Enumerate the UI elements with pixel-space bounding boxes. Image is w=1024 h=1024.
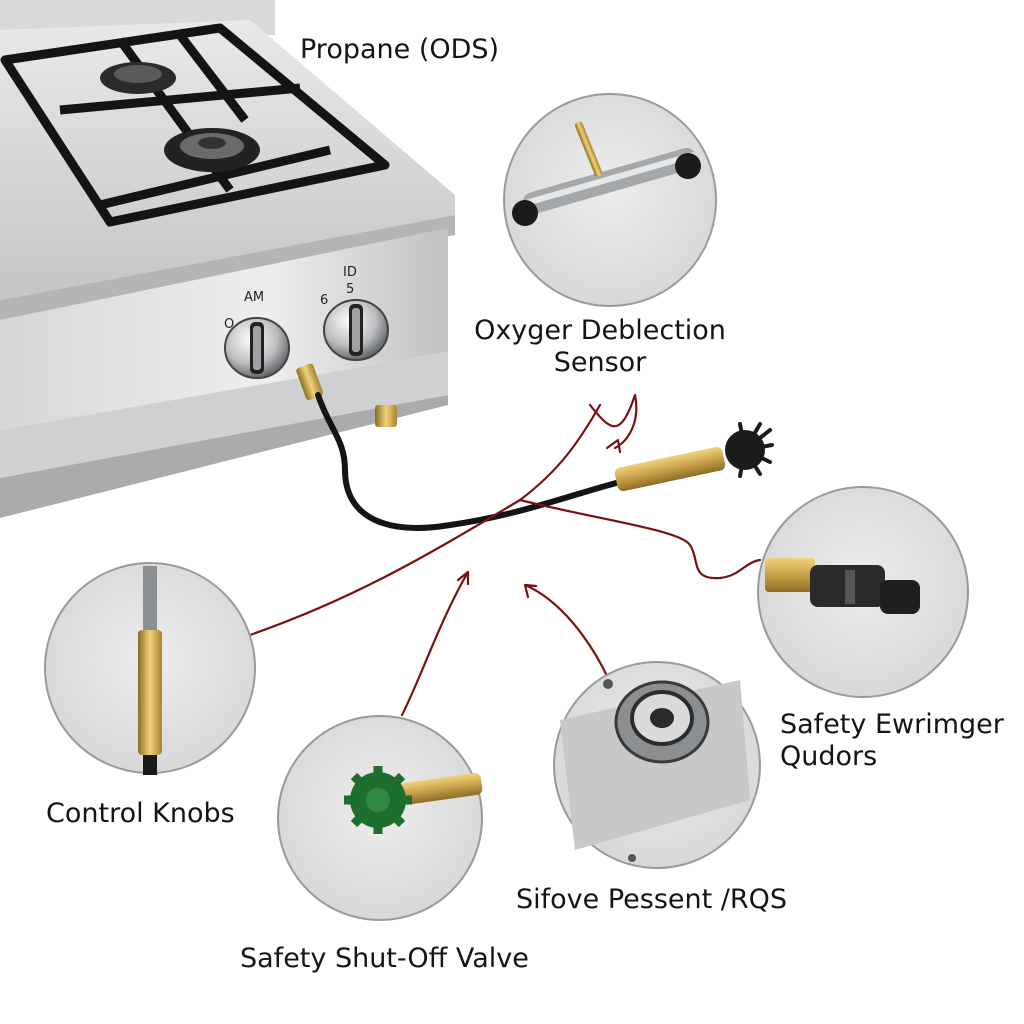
leader-line: [248, 403, 602, 637]
thermocouple-icon: [315, 392, 774, 531]
leader-line: [518, 498, 762, 580]
label-propane-ods: Propane (ODS): [300, 34, 500, 65]
label-safety-ewrimger: Safety Ewrimger Qudors: [780, 709, 1004, 774]
inset-sensor-rod: [503, 93, 717, 307]
stove-icon: AM O ID 6 5: [0, 0, 455, 518]
knob-mark: O: [224, 317, 234, 332]
label-sifove-pessent: Sifove Pessent /RQS: [516, 884, 788, 915]
leader-lines: [248, 393, 762, 717]
leader-line: [523, 583, 610, 680]
burner-port-icon: [560, 679, 750, 862]
control-knob-left: [224, 317, 290, 379]
label-oxygen-line2: Sensor: [553, 347, 647, 379]
label-control-knobs: Control Knobs: [46, 798, 235, 829]
inset-gear-valve: [277, 715, 483, 921]
inset-connector: [757, 486, 969, 698]
gear-valve-icon: [344, 766, 483, 834]
label-oxygen-line1: Oxyger Deblection: [474, 315, 726, 346]
burner-icon: [100, 62, 260, 172]
ods-pilot-icon: [725, 422, 774, 478]
knob-mark: 6: [320, 293, 328, 308]
knob-mark: AM: [244, 290, 264, 305]
label-safety-shutoff-valve: Safety Shut-Off Valve: [240, 943, 529, 974]
sensor-rod-icon: [512, 121, 701, 226]
knob-mark: ID: [343, 265, 357, 280]
label-esc-line1: Safety Ewrimger: [780, 709, 1004, 740]
label-esc-line2: Qudors: [780, 741, 878, 773]
label-oxygen-sensor: Oxyger Deblection Sensor: [470, 315, 730, 380]
knob-mark: 5: [346, 282, 354, 297]
leader-line: [400, 570, 470, 717]
inset-probe: [44, 562, 256, 775]
connector-icon: [765, 558, 920, 614]
control-knob-right: [323, 299, 389, 361]
inset-burner-port: [553, 661, 761, 869]
